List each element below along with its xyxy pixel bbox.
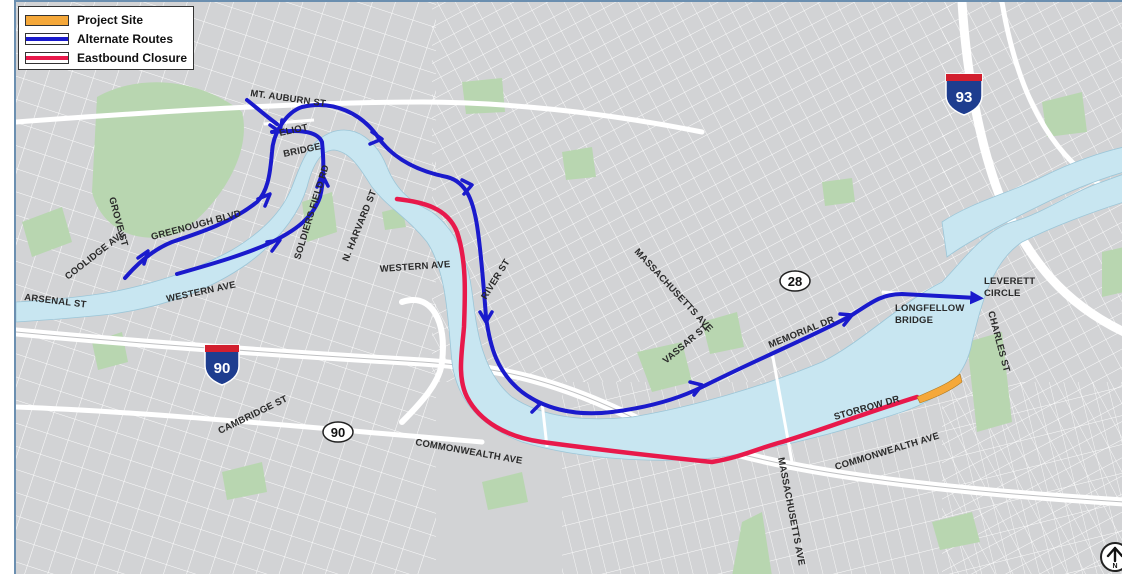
i90-shield: 90: [204, 344, 240, 386]
label-bridge-longfellow: BRIDGE: [895, 315, 933, 326]
route-direction-arrows: [136, 118, 854, 414]
street-grid-cambridge: [432, 2, 952, 382]
north-arrow: N: [1100, 542, 1122, 572]
i93-number: 93: [956, 89, 973, 106]
map-frame: 93 90 90 28 MT. AUBURN ST ELIOT BRIDGE G…: [14, 0, 1122, 574]
route-90-number: 90: [331, 425, 345, 440]
eastbound-closure-route: [394, 196, 920, 465]
project-site: [916, 373, 963, 404]
legend-label: Alternate Routes: [77, 32, 174, 46]
legend-label: Eastbound Closure: [77, 51, 188, 65]
map-canvas: 93 90 90 28 MT. AUBURN ST ELIOT BRIDGE G…: [16, 2, 1122, 574]
label-longfellow: LONGFELLOW: [895, 303, 965, 314]
north-arrow-icon: N: [1106, 546, 1122, 570]
north-letter: N: [1112, 563, 1117, 570]
label-circle: CIRCLE: [984, 288, 1021, 299]
label-western-ave-north: WESTERN AVE: [379, 259, 450, 275]
legend-label: Project Site: [77, 13, 144, 27]
legend-swatch-alternate-routes: [25, 33, 69, 45]
i93-shield: 93: [945, 73, 983, 116]
route-28-shield: 28: [779, 270, 811, 292]
legend-item-eastbound-closure: Eastbound Closure: [25, 49, 187, 67]
charles-river: [16, 129, 1122, 461]
legend-item-alternate-routes: Alternate Routes: [25, 30, 187, 48]
legend-swatch-project-site: [25, 14, 69, 26]
legend-swatch-eastbound-closure: [25, 52, 69, 64]
legend-item-project-site: Project Site: [25, 11, 187, 29]
legend: Project Site Alternate Routes Eastbound …: [18, 6, 194, 70]
route-28-number: 28: [788, 274, 802, 289]
label-leverett: LEVERETT: [984, 276, 1035, 287]
route-90-shield: 90: [322, 421, 354, 443]
i90-number: 90: [214, 360, 231, 377]
